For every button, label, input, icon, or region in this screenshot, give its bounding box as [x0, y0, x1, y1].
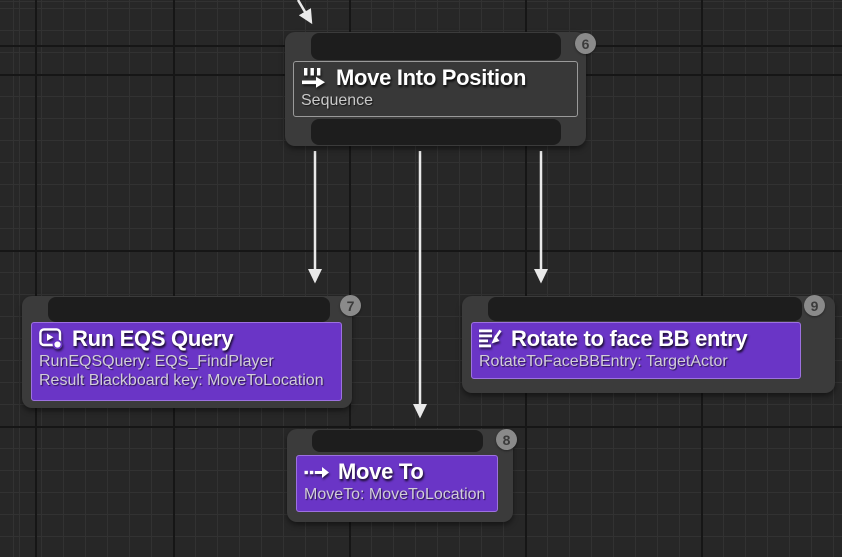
execution-order-badge: 8: [496, 429, 517, 450]
node-title: Move Into Position: [336, 65, 527, 90]
node-body-rotate[interactable]: Rotate to face BB entry RotateToFaceBBEn…: [471, 322, 801, 379]
execution-order-badge: 6: [575, 33, 596, 54]
bt-node-run-eqs-query[interactable]: Run EQS Query RunEQSQuery: EQS_FindPlaye…: [22, 295, 361, 408]
output-pin-move-into-position[interactable]: [311, 119, 561, 145]
execution-order-badge: 7: [340, 295, 361, 316]
node-detail-line: RunEQSQuery: EQS_FindPlayer: [39, 353, 274, 370]
node-body-move-into-position[interactable]: Move Into Position Sequence: [293, 61, 578, 117]
input-pin-run-eqs-query[interactable]: [48, 297, 330, 322]
execution-order-badge: 9: [804, 295, 825, 316]
node-title: Run EQS Query: [72, 326, 234, 351]
node-detail-line: MoveTo: MoveToLocation: [304, 486, 486, 503]
node-body-run-eqs-query[interactable]: Run EQS Query RunEQSQuery: EQS_FindPlaye…: [31, 322, 342, 401]
node-title: Rotate to face BB entry: [511, 326, 748, 351]
sequence-icon: [301, 67, 328, 90]
node-body-move-to[interactable]: Move To MoveTo: MoveToLocation: [296, 455, 498, 512]
connection-root-to-move-into-position[interactable]: [296, 0, 313, 25]
node-detail-line: Result Blackboard key: MoveToLocation: [39, 372, 324, 389]
input-pin-move-into-position[interactable]: [311, 33, 561, 60]
node-detail-line: RotateToFaceBBEntry: TargetActor: [479, 353, 728, 370]
move-to-icon: [304, 464, 330, 481]
eqs-query-icon: [39, 327, 64, 351]
bt-node-move-into-position[interactable]: Move Into Position Sequence 6: [285, 32, 596, 146]
bt-node-move-to[interactable]: Move To MoveTo: MoveToLocation 8: [287, 429, 517, 522]
input-pin-rotate[interactable]: [488, 297, 802, 321]
node-title: Move To: [338, 459, 424, 484]
rotate-icon: [479, 328, 503, 351]
input-pin-move-to[interactable]: [312, 430, 483, 452]
bt-node-rotate-to-face-bb-entry[interactable]: Rotate to face BB entry RotateToFaceBBEn…: [462, 295, 835, 393]
node-subtitle: Sequence: [301, 92, 374, 109]
